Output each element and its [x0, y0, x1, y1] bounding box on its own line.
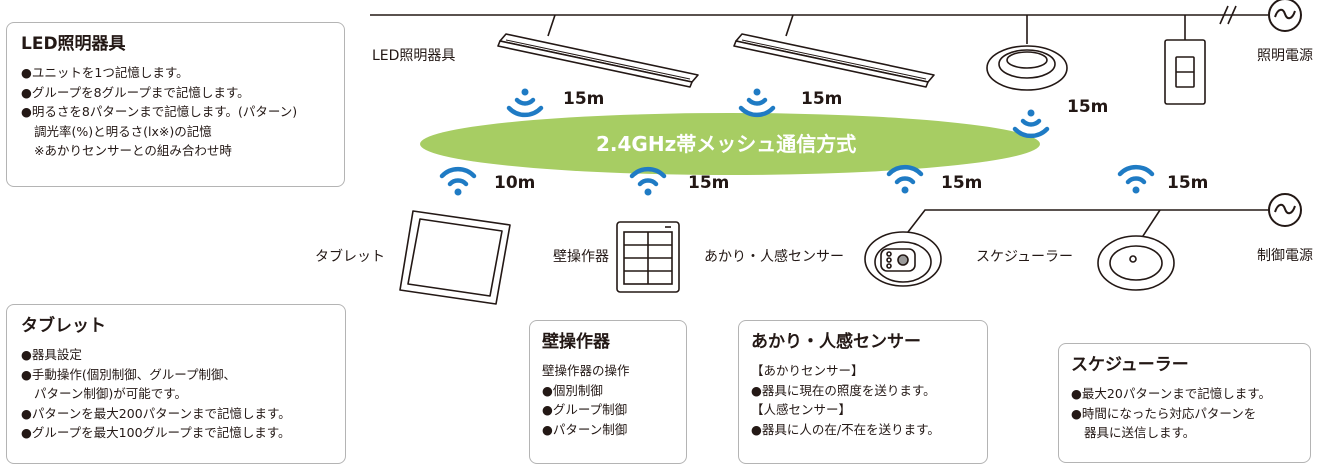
wall-controller-device: [616, 221, 680, 293]
ac-power-icon-control: [1268, 193, 1302, 227]
wireless-signal-icon-scheduler: [1117, 164, 1155, 194]
led-info-line: ●明るさを8パターンまで記憶します。(パターン): [21, 104, 298, 119]
tablet-info-title: タブレット: [21, 316, 106, 336]
scheduler-info-line: ●最大20パターンまで記憶します。: [1071, 386, 1271, 401]
scheduler-info-title: スケジューラー: [1071, 355, 1189, 375]
wireless-signal-icons: [439, 88, 1155, 196]
wall-controller-info-title: 壁操作器: [542, 332, 610, 352]
ac-power-icon-lighting: [1268, 0, 1302, 32]
sensor-info-line: 【人感センサー】: [751, 402, 852, 417]
downlight-icon: [986, 45, 1068, 91]
lighting-power-label: 照明電源: [1257, 48, 1313, 64]
lighting-power-line: [370, 5, 1268, 44]
tablet-info-line: ●グループを最大100グループまで記憶します。: [21, 425, 291, 440]
distance-sensor: 15m: [941, 173, 983, 193]
wall-controller-info-line: ●パターン制御: [542, 421, 628, 437]
distance-led2: 15m: [801, 89, 843, 109]
sensor-info-line: ●器具に現在の照度を送ります。: [751, 382, 936, 398]
wireless-signal-icon-led2: [738, 88, 776, 118]
scheduler-device: [1097, 235, 1175, 291]
light-motion-sensor-device: [864, 231, 942, 287]
distance-tablet: 10m: [494, 173, 536, 193]
mesh-network-label: 2.4GHz帯メッシュ通信方式: [596, 132, 857, 156]
tablet-device: [399, 210, 511, 305]
tablet-info-line: ●パターンを最大200パターンまで記憶します。: [21, 405, 291, 421]
wireless-signal-icon-wall: [629, 166, 667, 196]
led-fixture-label: LED照明器具: [372, 48, 456, 64]
sensor-info-title: あかり・人感センサー: [751, 332, 921, 352]
wall-controller-info-box: 壁操作器 壁操作器の操作 ●個別制御 ●グループ制御 ●パターン制御: [529, 320, 687, 464]
distance-wall: 15m: [688, 173, 730, 193]
led-info-line: ※あかりセンサーとの組み合わせ時: [34, 143, 232, 158]
led-info-line: ●ユニットを1つ記憶します。: [21, 65, 189, 80]
scheduler-info-line: 器具に送信します。: [1084, 425, 1196, 440]
tablet-label: タブレット: [315, 249, 385, 265]
led-fixture-1: [497, 33, 699, 88]
tablet-info-line: ●手動操作(個別制御、グループ制御、: [21, 366, 237, 382]
led-info-line: 調光率(%)と明るさ(lx※)の記憶: [34, 123, 212, 139]
led-info-line: ●グループを8グループまで記憶します。: [21, 84, 250, 100]
scheduler-info-box: スケジューラー ●最大20パターンまで記憶します。 ●時間になったら対応パターン…: [1058, 343, 1311, 463]
wireless-signal-icon-downlight: [1012, 109, 1050, 139]
distance-scheduler: 15m: [1167, 173, 1209, 193]
scheduler-info-line: ●時間になったら対応パターンを: [1071, 405, 1257, 421]
sensor-info-box: あかり・人感センサー 【あかりセンサー】 ●器具に現在の照度を送ります。 【人感…: [738, 320, 988, 464]
led-info-title: LED照明器具: [21, 34, 126, 54]
scheduler-label: スケジューラー: [976, 249, 1074, 265]
wireless-signal-icon-led1: [506, 88, 544, 118]
distance-led1: 15m: [563, 89, 605, 109]
tablet-info-box: タブレット ●器具設定 ●手動操作(個別制御、グループ制御、 パターン制御)が可…: [6, 304, 346, 464]
wall-switch-icon: [1164, 39, 1206, 105]
sensor-info-line: ●器具に人の在/不在を送ります。: [751, 421, 940, 437]
wall-controller-label: 壁操作器: [553, 249, 609, 265]
led-fixture-2: [733, 33, 935, 88]
distance-downlight: 15m: [1067, 97, 1109, 117]
tablet-info-line: ●器具設定: [21, 347, 82, 362]
wall-controller-info-line: 壁操作器の操作: [542, 363, 630, 378]
control-power-line: [907, 209, 1269, 240]
tablet-info-line: パターン制御)が可能です。: [34, 386, 188, 401]
mesh-network-ellipse: [420, 113, 1040, 175]
led-info-box: LED照明器具 ●ユニットを1つ記憶します。 ●グループを8グループまで記憶しま…: [6, 22, 345, 187]
sensor-info-line: 【あかりセンサー】: [751, 363, 864, 378]
sensor-label: あかり・人感センサー: [704, 249, 844, 265]
wireless-signal-icon-sensor: [886, 164, 924, 194]
wall-controller-info-line: ●グループ制御: [542, 402, 628, 417]
control-power-label: 制御電源: [1257, 248, 1313, 264]
wireless-signal-icon-tablet: [439, 166, 477, 196]
wall-controller-info-line: ●個別制御: [542, 382, 603, 398]
